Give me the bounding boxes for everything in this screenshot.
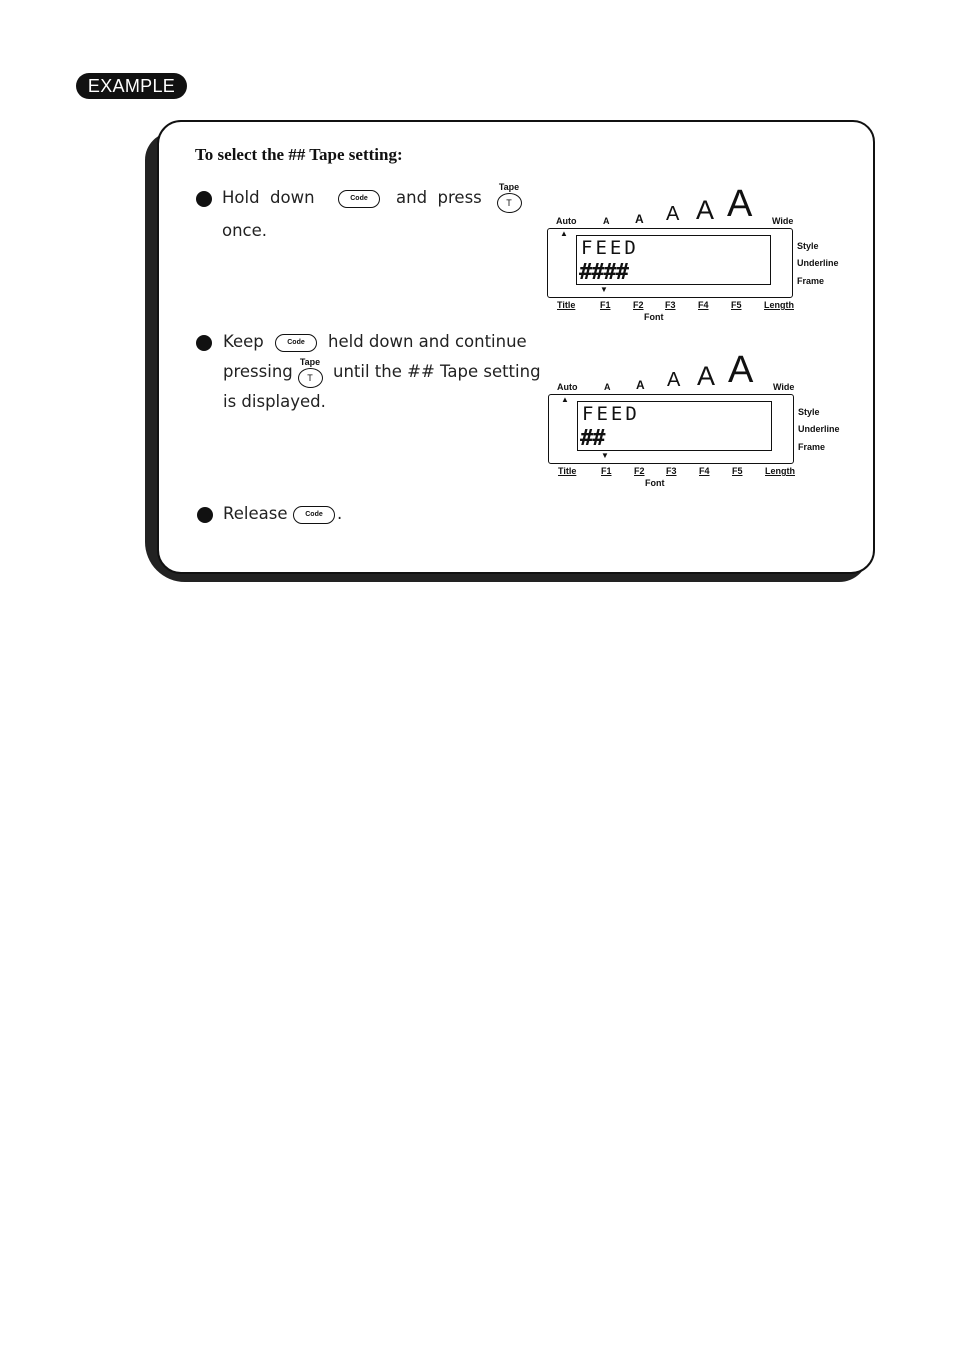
down-arrow-icon: ▼: [600, 285, 608, 294]
step-2-line2b: until the ## Tape setting: [333, 362, 541, 381]
step-1-mid: and press: [396, 188, 482, 207]
lcd-line-2: ####: [579, 260, 629, 285]
up-arrow-icon: ▲: [561, 395, 569, 404]
font-label: Font: [645, 478, 665, 488]
lcd-screen: ▲ FEED #### ▼: [547, 228, 793, 298]
label-length: Length: [765, 466, 795, 476]
code-key: Code: [338, 190, 380, 208]
size-auto: Auto: [556, 216, 577, 226]
size-a-2: A: [635, 212, 644, 226]
bullet-2: [196, 335, 212, 351]
up-arrow-icon: ▲: [560, 229, 568, 238]
tape-key-cap: Tape: [498, 182, 520, 192]
size-wide: Wide: [773, 382, 795, 392]
bottom-labels: Title F1 F2 F3 F4 F5 Length: [553, 300, 794, 312]
label-f4: F4: [698, 300, 709, 310]
lcd-display-2: Auto A A A A A Wide ▲ FEED ## ▼ Style Un…: [548, 349, 848, 494]
lcd-text-area: FEED ##: [577, 401, 772, 451]
label-f1: F1: [601, 466, 612, 476]
size-a-2: A: [636, 378, 645, 392]
side-frame: Frame: [797, 276, 825, 286]
label-length: Length: [764, 300, 794, 310]
code-key: Code: [293, 506, 335, 524]
size-wide: Wide: [772, 216, 794, 226]
bullet-1: [196, 191, 212, 207]
tape-key-cap: Tape: [299, 357, 321, 367]
step-3-after: .: [337, 504, 343, 523]
label-f5: F5: [731, 300, 742, 310]
side-underline: Underline: [797, 258, 839, 268]
lcd-display-1: Auto A A A A A Wide ▲ FEED #### ▼ Style …: [547, 183, 847, 328]
label-f2: F2: [633, 300, 644, 310]
step-1-before: Hold down: [222, 188, 315, 207]
tape-key: Tape T: [296, 357, 324, 388]
tape-key-letter: T: [496, 193, 522, 213]
tape-key-letter: T: [297, 368, 323, 388]
size-a-1: A: [603, 216, 610, 226]
step-2-before: Keep: [223, 332, 264, 351]
label-title: Title: [557, 300, 576, 310]
bullet-3: [197, 507, 213, 523]
size-auto: Auto: [557, 382, 578, 392]
side-style: Style: [798, 407, 820, 417]
step-2-mid: held down and continue: [328, 332, 527, 351]
label-f3: F3: [666, 466, 677, 476]
size-a-3: A: [667, 369, 681, 391]
label-f3: F3: [665, 300, 676, 310]
lcd-line-1: FEED: [581, 237, 639, 259]
side-frame: Frame: [798, 442, 826, 452]
size-a-5: A: [728, 349, 754, 391]
step-1-after: once.: [222, 221, 268, 240]
example-badge: EXAMPLE: [76, 73, 187, 99]
side-style: Style: [797, 241, 819, 251]
step-2-line3: is displayed.: [223, 392, 326, 411]
lcd-text-area: FEED ####: [576, 235, 771, 285]
step-2-line2a: pressing: [223, 362, 293, 381]
font-label: Font: [644, 312, 664, 322]
example-heading: To select the ## Tape setting:: [195, 145, 403, 164]
label-f2: F2: [634, 466, 645, 476]
step-1-line-1: Hold down: [222, 188, 315, 207]
label-f5: F5: [732, 466, 743, 476]
tape-key: Tape T: [495, 182, 523, 213]
size-a-4: A: [696, 195, 715, 225]
size-a-3: A: [666, 203, 680, 225]
code-key: Code: [275, 334, 317, 352]
side-underline: Underline: [798, 424, 840, 434]
size-indicators: Auto A A A A A Wide: [548, 349, 808, 392]
label-f4: F4: [699, 466, 710, 476]
down-arrow-icon: ▼: [601, 451, 609, 460]
size-a-5: A: [727, 183, 753, 225]
label-title: Title: [558, 466, 577, 476]
size-a-4: A: [697, 361, 716, 391]
bottom-labels: Title F1 F2 F3 F4 F5 Length: [554, 466, 795, 478]
lcd-line-2: ##: [580, 426, 605, 451]
size-a-1: A: [604, 382, 611, 392]
lcd-line-1: FEED: [582, 403, 640, 425]
size-indicators: Auto A A A A A Wide: [547, 183, 807, 226]
lcd-screen: ▲ FEED ## ▼: [548, 394, 794, 464]
step-3-before: Release: [223, 504, 288, 523]
label-f1: F1: [600, 300, 611, 310]
